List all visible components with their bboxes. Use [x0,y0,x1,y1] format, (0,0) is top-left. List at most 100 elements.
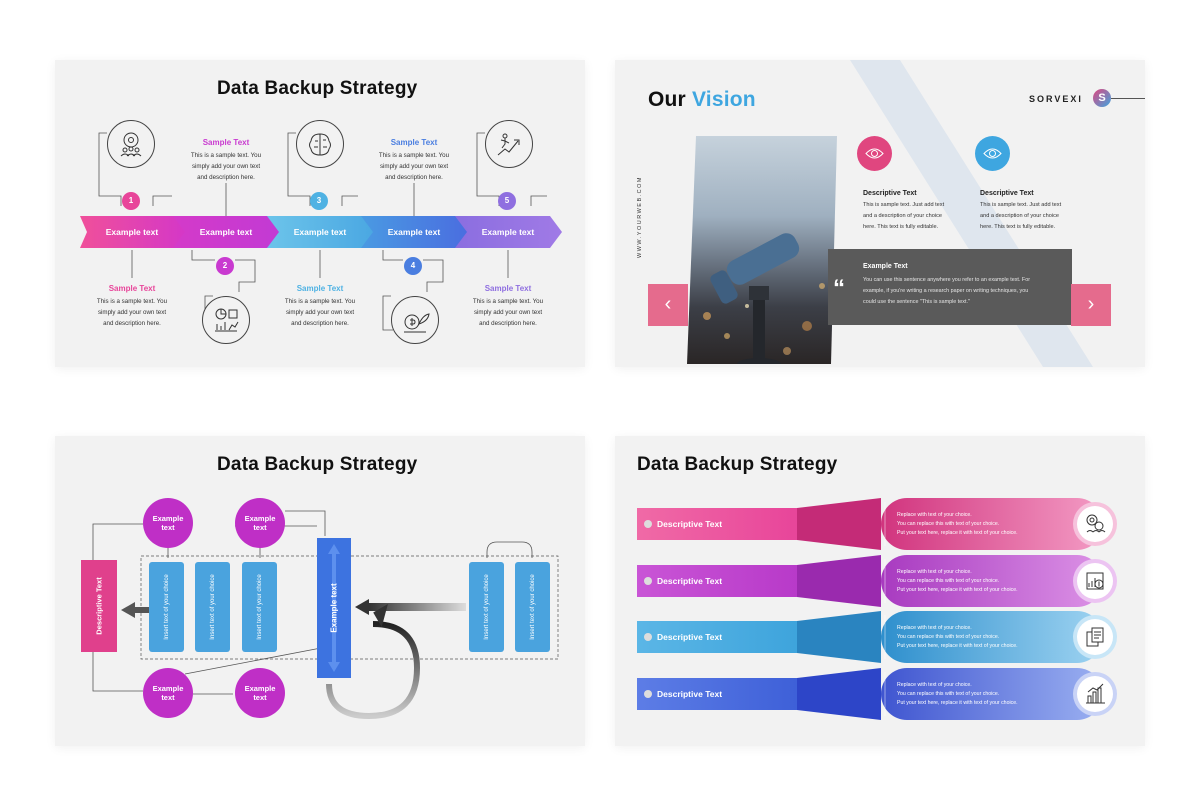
connector-lines [80,132,562,331]
growth-climb-icon [485,120,533,168]
slide-title: Data Backup Strategy [637,454,838,475]
row-line: Replace with text of your choice. [897,512,972,518]
central-column: Example text [317,538,351,678]
descriptive-label: Descriptive Text [94,577,104,635]
website-url: WWW.YOURWEB.COM [637,176,643,258]
row-line: Replace with text of your choice. [897,569,972,575]
central-label: Example text [329,583,339,633]
step-3-label: Example text [293,227,347,237]
text-line: simply add your own text [285,309,355,316]
chevron-2 [173,216,281,248]
team-gear-icon [107,120,155,168]
row-line: Replace with text of your choice. [897,682,972,688]
text-line: simply add your own text [97,309,167,316]
item-line: and a description of your choice [863,213,942,219]
info-bar: Insert text of your choice [242,562,277,652]
eye-icon [975,136,1010,171]
step-2-label: Example text [199,227,253,237]
text-line: This is a sample text. You [472,298,544,305]
quote-line: You can use this sentence anywhere you r… [863,277,1031,283]
team-gear-icon [1079,508,1111,540]
info-bar: Insert text of your choice [149,562,184,652]
step-1-number: 1 [122,192,140,210]
row-line: Put your text here, replace it with text… [897,643,1018,649]
slide-title: Our Vision [648,88,756,112]
row-1-label: Descriptive Text [657,519,723,529]
bar-label: Insert text of your choice [209,574,216,640]
row-line: You can replace this with text of your c… [897,578,1000,584]
bar-label: Insert text of your choice [163,574,170,640]
slide-our-vision[interactable]: Our Vision SORVEXI S WWW.YOURWEB.COM Des… [615,60,1145,367]
text-heading: Sample Text [108,284,156,293]
telescope-photo [687,136,837,364]
eye-icon [857,136,892,171]
brand-logo-icon: S [1093,89,1111,107]
vision-item-2: Descriptive Text This is sample text. Ju… [980,190,1100,233]
item-line: This is sample text. Just add text [863,202,945,208]
report-chart-icon [202,296,250,344]
title-vision: Vision [691,88,756,111]
text-line: and description here. [291,320,349,327]
next-button[interactable]: › [1071,284,1111,326]
brain-icon [296,120,344,168]
text-line: This is a sample text. You [284,298,356,305]
slide-title: Data Backup Strategy [217,78,418,99]
prev-button[interactable]: ‹ [648,284,688,326]
text-line: and description here. [103,320,161,327]
row-line: You can replace this with text of your c… [897,634,1000,640]
text-heading: Sample Text [484,284,532,293]
item-heading: Descriptive Text [863,190,917,197]
row-line: Replace with text of your choice. [897,625,972,631]
text-line: and description here. [197,174,255,181]
info-bar: Insert text of your choice [515,562,550,652]
chevron-5 [455,216,562,248]
row-4-label: Descriptive Text [657,689,723,699]
slide-process-arrows[interactable]: Data Backup Strategy [55,60,585,367]
quote-line: could use the sentence "This is sample t… [863,299,970,305]
brand-name: SORVEXI [1029,94,1083,104]
text-line: This is a sample text. You [96,298,168,305]
vision-item-1: Descriptive Text This is sample text. Ju… [863,190,983,233]
row-3-label: Descriptive Text [657,632,723,642]
row-line: Put your text here, replace it with text… [897,587,1018,593]
row-line: Put your text here, replace it with text… [897,700,1018,706]
item-heading: Descriptive Text [980,190,1034,197]
text-line: simply add your own text [191,163,261,170]
documents-icon [1079,621,1111,653]
text-heading: Sample Text [296,284,344,293]
step-4-label: Example text [387,227,441,237]
chevron-3 [267,216,375,248]
text-line: This is a sample text. You [378,152,450,159]
top-text-2: Sample Text This is a sample text. You s… [188,138,264,183]
text-line: simply add your own text [473,309,543,316]
bar-label: Insert text of your choice [483,574,490,640]
row-line: You can replace this with text of your c… [897,691,1000,697]
slide-backup-rows[interactable]: Data Backup Strategy [615,436,1145,746]
text-line: This is a sample text. You [190,152,262,159]
bottom-text-1: Sample Text This is a sample text. You s… [94,284,170,329]
item-line: This is sample text. Just add text [980,202,1062,208]
item-line: here. This text is fully editable. [863,224,939,230]
slide-backup-flow[interactable]: Data Backup Strategy Descriptiv [55,436,585,746]
bottom-text-3: Sample Text This is a sample text. You s… [282,284,358,329]
step-2-number: 2 [216,257,234,275]
item-line: here. This text is fully editable. [980,224,1056,230]
brand-line [1111,98,1145,99]
row-1-text: Replace with text of your choice. You ca… [897,511,1018,538]
money-chart-icon [1079,565,1111,597]
text-heading: Sample Text [390,138,438,147]
row-line: Put your text here, replace it with text… [897,530,1018,536]
telescope-image [703,233,825,364]
text-heading: Sample Text [202,138,250,147]
chevron-1 [80,216,187,248]
chevron-4 [361,216,469,248]
item-line: and a description of your choice [980,213,1059,219]
bar-label: Insert text of your choice [256,574,263,640]
step-1-label: Example text [105,227,159,237]
row-line: You can replace this with text of your c… [897,521,1000,527]
step-4-number: 4 [404,257,422,275]
